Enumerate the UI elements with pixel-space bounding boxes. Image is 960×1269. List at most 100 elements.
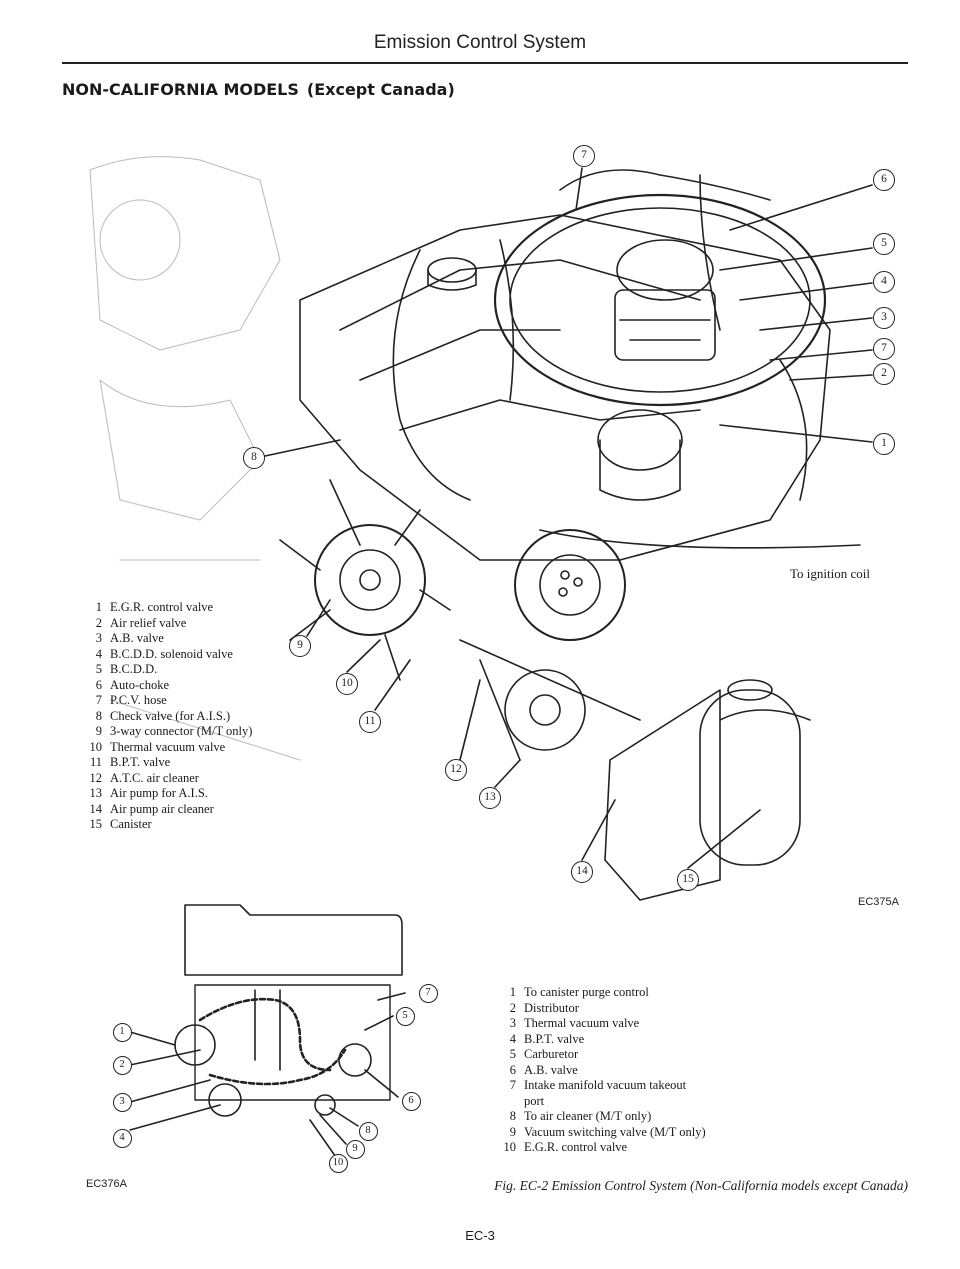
legend-label: Thermal vacuum valve bbox=[524, 1016, 640, 1030]
legend-item: 1 To canister purge control bbox=[498, 985, 706, 1001]
callout-6: 6 bbox=[873, 169, 895, 191]
legend-number: 10 bbox=[89, 739, 103, 754]
legend-number: 5 bbox=[95, 662, 102, 676]
schematic-callout-6: 6 bbox=[401, 1091, 421, 1111]
legend-label: Air pump for A.I.S. bbox=[110, 786, 208, 800]
legend-number: 6 bbox=[95, 677, 102, 692]
legend-number: 2 bbox=[509, 1000, 516, 1015]
legend-label: Auto-choke bbox=[110, 677, 170, 692]
legend-number: 6 bbox=[509, 1062, 516, 1077]
callout-3: 3 bbox=[873, 307, 895, 329]
header-rule bbox=[62, 62, 908, 64]
legend-label: Air relief valve bbox=[110, 615, 187, 630]
legend-item: 6 A.B. valve bbox=[498, 1063, 706, 1079]
legend-item: 6 Auto-choke bbox=[84, 678, 252, 694]
schematic-callout-4: 4 bbox=[112, 1128, 132, 1148]
schematic-callout-8: 8 bbox=[358, 1121, 378, 1141]
section-title: NON-CALIFORNIA MODELS bbox=[62, 80, 299, 99]
callout-1: 1 bbox=[873, 433, 895, 455]
legend-label: E.G.R. control valve bbox=[524, 1140, 628, 1154]
legend-label: Air pump air cleaner bbox=[110, 801, 214, 816]
schematic-callout-5: 5 bbox=[395, 1006, 415, 1026]
legend-label: A.B. valve bbox=[110, 631, 164, 645]
callout-10: 10 bbox=[336, 673, 358, 695]
legend-item: 10 E.G.R. control valve bbox=[498, 1140, 706, 1156]
figure-code-top: EC375A bbox=[858, 896, 899, 908]
legend-label: 3-way connector (M/T only) bbox=[110, 724, 253, 738]
legend-label: B.C.D.D. bbox=[110, 662, 158, 676]
legend-label: Distributor bbox=[524, 1000, 579, 1015]
legend-number: 3 bbox=[95, 631, 102, 645]
legend-item: 3 A.B. valve bbox=[84, 631, 252, 647]
legend-label: A.T.C. air cleaner bbox=[110, 770, 199, 785]
legend-item: 5 B.C.D.D. bbox=[84, 662, 252, 678]
legend-item: 13 Air pump for A.I.S. bbox=[84, 786, 252, 802]
legend-number: 10 bbox=[503, 1140, 517, 1154]
figure-code-bottom: EC376A bbox=[86, 1178, 127, 1190]
legend-label: To air cleaner (M/T only) bbox=[524, 1109, 652, 1123]
legend-label: B.C.D.D. solenoid valve bbox=[110, 646, 233, 661]
legend-label: P.C.V. hose bbox=[110, 693, 167, 707]
legend-label: Intake manifold vacuum takeout port bbox=[524, 1078, 687, 1108]
legend-item: 9 3-way connector (M/T only) bbox=[84, 724, 253, 740]
legend-number: 1 bbox=[509, 985, 516, 999]
legend-label: B.P.T. valve bbox=[524, 1031, 585, 1046]
legend-label: Vacuum switching valve (M/T only) bbox=[524, 1124, 706, 1139]
callout-15: 15 bbox=[677, 869, 699, 891]
legend-item: 2 Distributor bbox=[498, 1001, 706, 1017]
schematic-callout-10: 10 bbox=[328, 1153, 348, 1173]
legend-item: 11 B.P.T. valve bbox=[84, 755, 252, 771]
schematic-callout-2: 2 bbox=[112, 1055, 132, 1075]
legend-label: B.P.T. valve bbox=[110, 755, 171, 769]
legend-number: 11 bbox=[89, 755, 102, 769]
legend-number: 12 bbox=[89, 770, 103, 785]
legend-number: 13 bbox=[89, 786, 103, 800]
legend-label: A.B. valve bbox=[524, 1062, 578, 1077]
legend-item: 4 B.P.T. valve bbox=[498, 1032, 706, 1048]
schematic-callout-9: 9 bbox=[345, 1139, 365, 1159]
legend-number: 5 bbox=[509, 1047, 516, 1061]
legend-number: 7 bbox=[509, 1078, 516, 1092]
legend-label: To canister purge control bbox=[524, 985, 649, 999]
callout-12: 12 bbox=[445, 759, 467, 781]
legend-item: 12 A.T.C. air cleaner bbox=[84, 771, 252, 787]
legend-number: 15 bbox=[89, 817, 103, 831]
legend-number: 2 bbox=[95, 615, 102, 630]
schematic-callout-3: 3 bbox=[112, 1092, 132, 1112]
legend-item: 14 Air pump air cleaner bbox=[84, 802, 252, 818]
callout-5: 5 bbox=[873, 233, 895, 255]
callout-14: 14 bbox=[571, 861, 593, 883]
legend-label: Check valve (for A.I.S.) bbox=[110, 708, 231, 723]
legend-item: 1 E.G.R. control valve bbox=[84, 600, 252, 616]
legend-item: 15 Canister bbox=[84, 817, 252, 833]
callout-11: 11 bbox=[359, 711, 381, 733]
section-subtitle: (Except Canada) bbox=[306, 80, 455, 99]
legend-number: 9 bbox=[95, 724, 102, 738]
legend-label: Canister bbox=[110, 817, 152, 831]
legend-number: 7 bbox=[95, 693, 102, 707]
legend-number: 1 bbox=[95, 600, 102, 614]
callout-9: 9 bbox=[289, 635, 311, 657]
schematic-callout-7: 7 bbox=[418, 983, 438, 1003]
legend-number: 4 bbox=[509, 1031, 516, 1046]
callout-7-right: 7 bbox=[873, 338, 895, 360]
legend-item: 7 P.C.V. hose bbox=[84, 693, 252, 709]
callout-7-top: 7 bbox=[573, 145, 595, 167]
legend-number: 14 bbox=[89, 801, 103, 816]
legend-item: 7 Intake manifold vacuum takeout port bbox=[498, 1078, 699, 1109]
callout-4: 4 bbox=[873, 271, 895, 293]
page-number: EC-3 bbox=[465, 1228, 495, 1243]
page-header-title: Emission Control System bbox=[373, 32, 587, 53]
ignition-coil-note: To ignition coil bbox=[790, 566, 870, 581]
legend-label: E.G.R. control valve bbox=[110, 600, 214, 614]
figure-caption: Fig. EC-2 Emission Control System (Non-C… bbox=[494, 1178, 908, 1193]
